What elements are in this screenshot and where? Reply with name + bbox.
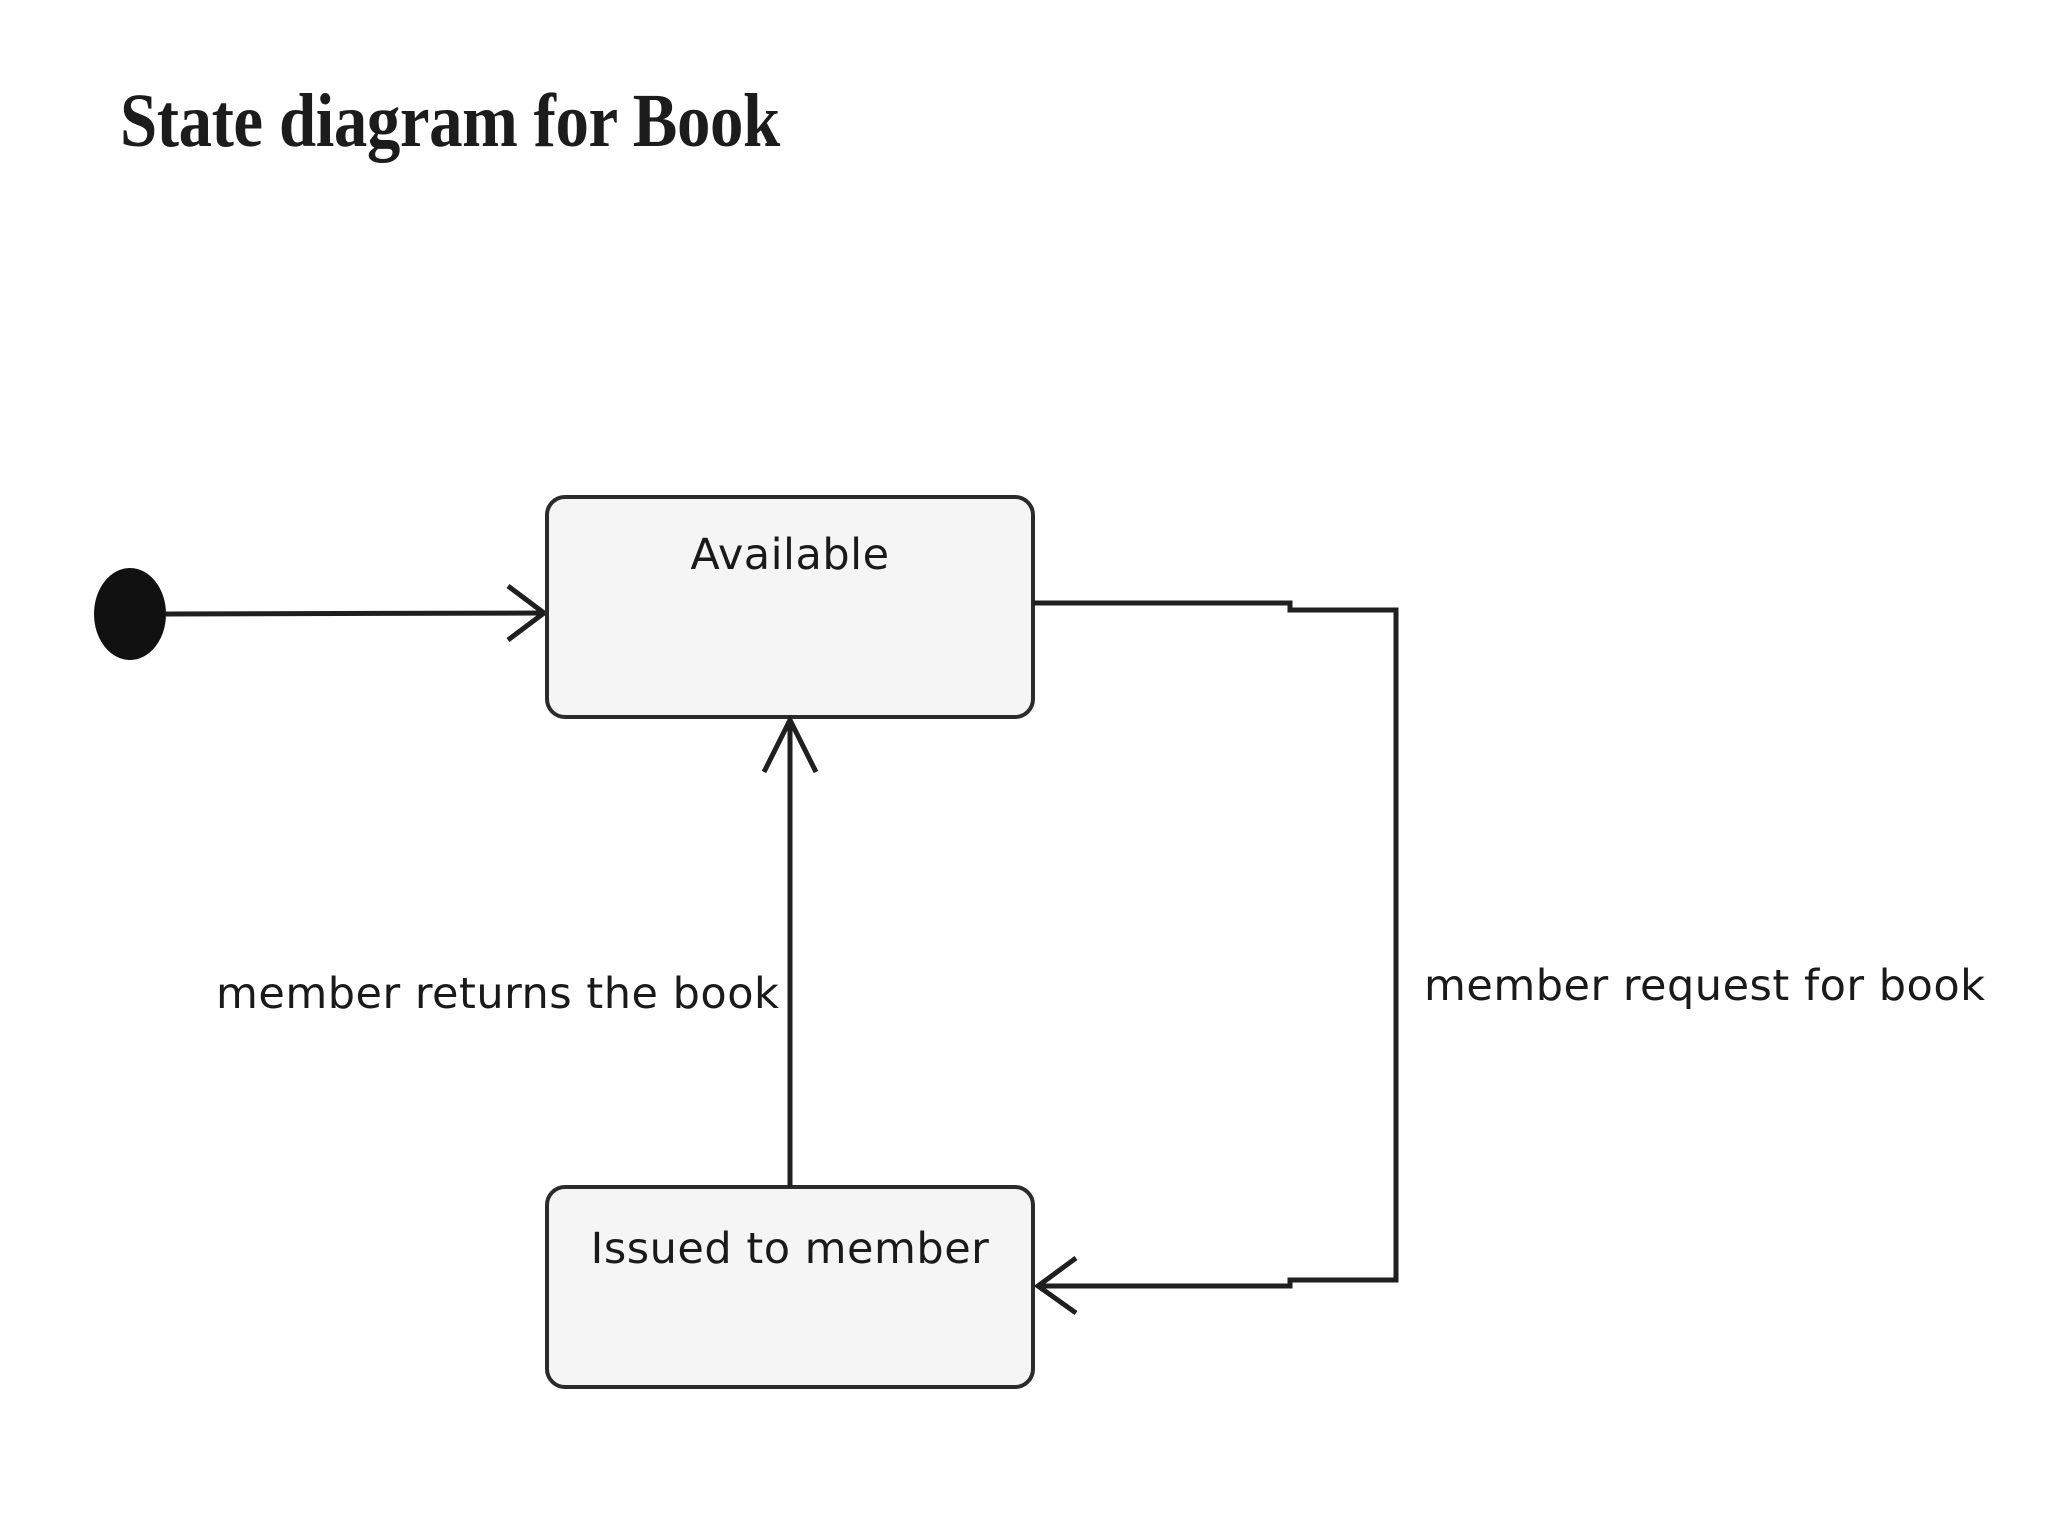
arrowhead-start-to-available xyxy=(506,584,549,642)
arrowhead-issued-to-available xyxy=(761,714,819,774)
arrowhead-available-to-issued xyxy=(1033,1255,1078,1316)
state-node-issued[interactable] xyxy=(545,1185,1035,1389)
state-label-issued: Issued to member xyxy=(591,1224,990,1274)
state-label-available: Available xyxy=(690,530,889,580)
transition-label-member-returns-the-book: member returns the book xyxy=(216,969,779,1019)
transition-start-to-available xyxy=(165,610,546,617)
transition-label-member-request-for-book: member request for book xyxy=(1424,961,1986,1011)
page-title: State diagram for Book xyxy=(120,79,780,163)
transition-available-to-issued xyxy=(1033,600,1399,1289)
initial-state-node xyxy=(94,568,166,660)
